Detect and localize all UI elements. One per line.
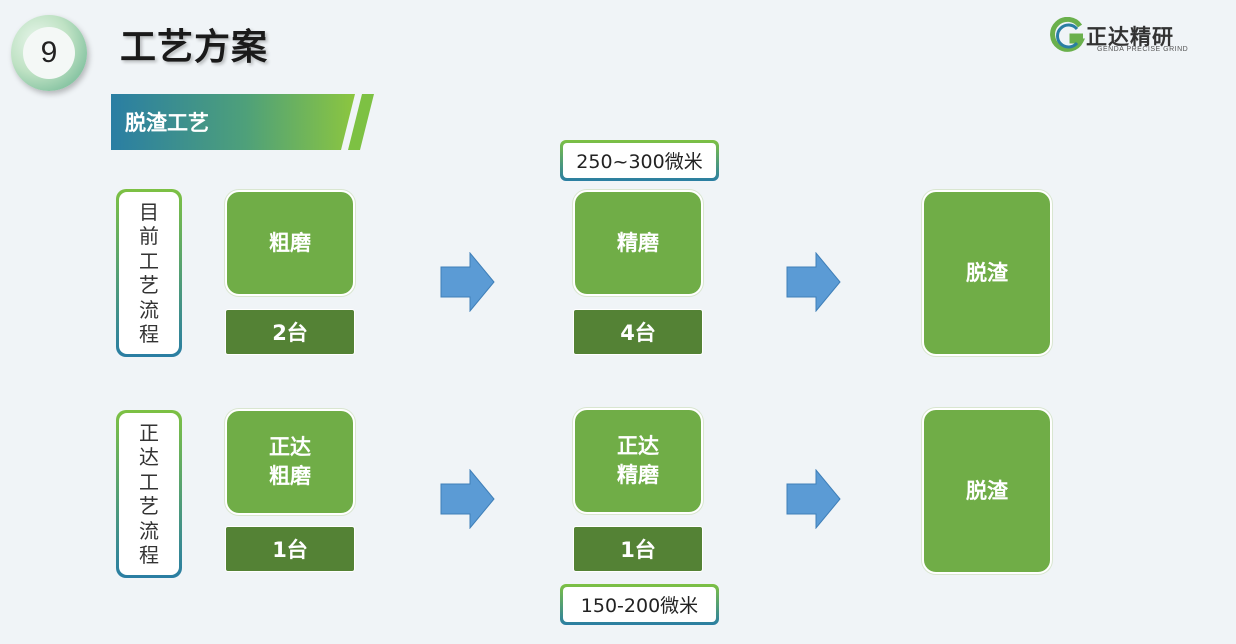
logo-name: 正达精研 [1086,25,1174,49]
company-logo: 正达精研 GENDA PRECISE GRIND [1050,15,1200,60]
slide-number: 9 [23,27,75,79]
fine-grind-box: 精磨 [573,190,703,296]
arrow-right-icon [440,252,495,312]
fine-grind-spec: 250~300微米 [563,143,716,178]
arrow-right-icon [786,252,841,312]
genda-fine-grind-spec-tag: 150-200微米 [560,584,719,625]
genda-fine-grind-box: 正达 精磨 [573,408,703,514]
arrow-right-icon [440,469,495,529]
genda-fine-grind-spec: 150-200微米 [563,587,716,622]
coarse-grind-count: 2台 [225,309,355,355]
logo-subtitle: GENDA PRECISE GRIND [1097,46,1189,53]
section-banner: 脱渣工艺 [111,94,376,150]
genda-coarse-grind-count: 1台 [225,526,355,572]
fine-grind-count: 4台 [573,309,703,355]
coarse-grind-box: 粗磨 [225,190,355,296]
section-title: 脱渣工艺 [125,111,209,135]
fine-grind-spec-tag: 250~300微米 [560,140,719,181]
row-label-current: 目前工艺流程 [116,189,182,357]
logo-g-icon [1050,17,1086,52]
page-title: 工艺方案 [120,27,269,68]
genda-slag-removal-box: 脱渣 [922,408,1052,574]
genda-coarse-grind-box: 正达 粗磨 [225,409,355,515]
genda-fine-grind-count: 1台 [573,526,703,572]
section-banner-shape [111,94,374,150]
row-label-genda: 正达工艺流程 [116,410,182,578]
row-label-text: 正达工艺流程 [139,420,159,568]
slag-removal-box: 脱渣 [922,190,1052,356]
row-label-text: 目前工艺流程 [139,199,159,347]
slide-number-badge: 9 [11,15,87,91]
arrow-right-icon [786,469,841,529]
